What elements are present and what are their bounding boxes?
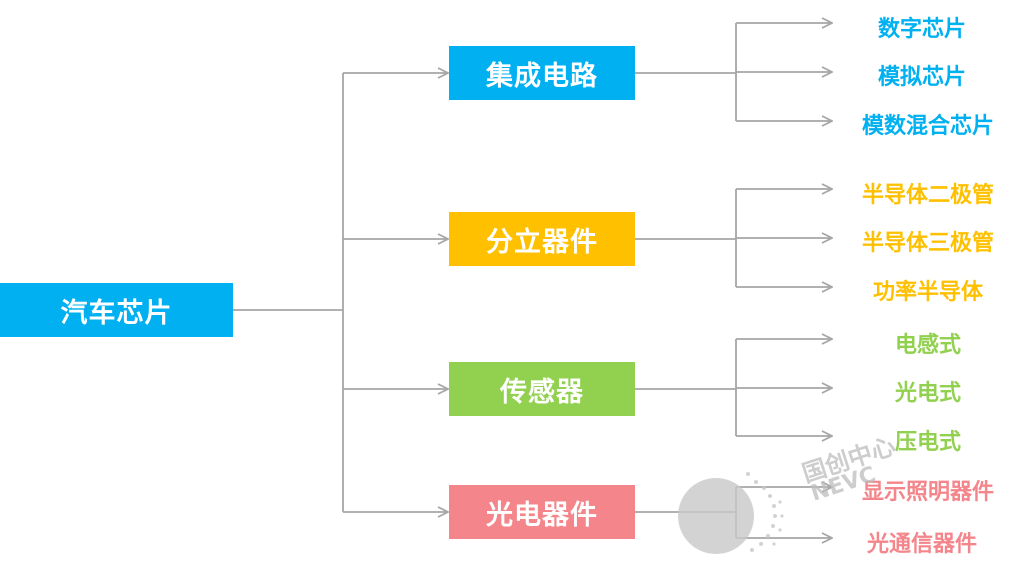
leaf-item: 数字芯片 [877,17,966,42]
leaf-item: 电感式 [894,333,961,358]
leaf-item: 光电式 [894,381,961,406]
leaf-item: 半导体二极管 [861,183,994,208]
root-label: 汽车芯片 [60,297,173,329]
category-node-opto: 光电器件 [449,485,635,539]
leaf-item: 模数混合芯片 [861,114,994,139]
leaf-item: 显示照明器件 [861,480,994,505]
leaf-item: 压电式 [894,430,961,455]
leaf-item: 功率半导体 [872,280,983,305]
category-label: 传感器 [500,376,584,408]
category-node-ic: 集成电路 [449,46,635,100]
category-node-discrete: 分立器件 [449,212,635,266]
leaf-item: 半导体三极管 [861,231,994,256]
category-label: 集成电路 [486,60,598,92]
leaf-item: 模拟芯片 [877,65,966,90]
category-node-sensor: 传感器 [449,362,635,416]
category-label: 光电器件 [486,499,598,531]
root-node: 汽车芯片 [0,283,233,337]
watermark-logo [678,472,784,554]
leaf-item: 光通信器件 [866,532,977,557]
category-label: 分立器件 [486,226,598,258]
